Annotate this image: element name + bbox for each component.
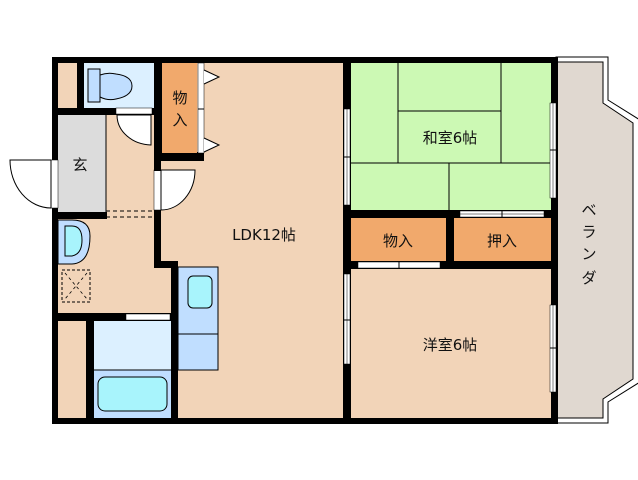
pipe-space-bottom — [59, 322, 86, 418]
storage-ldk-doors[interactable] — [197, 62, 221, 154]
genkan: 玄 — [58, 115, 107, 212]
ldk-label: LDK12帖 — [232, 226, 296, 244]
oshiire-label: 押入 — [487, 232, 517, 250]
washbasin — [57, 219, 91, 265]
toilet-bowl-icon — [99, 72, 133, 101]
yoshitsu-label: 洋室6帖 — [423, 336, 478, 354]
bathroom — [94, 321, 171, 418]
sliding-door-washitsu[interactable] — [343, 108, 351, 206]
tatami-lines — [351, 63, 551, 210]
room-yoshitsu: 洋室6帖 — [351, 269, 551, 418]
storage-ldk: 物 入 — [162, 63, 197, 153]
svg-text:ラ: ラ — [581, 223, 596, 241]
toilet-tank-icon — [87, 68, 101, 103]
svg-text:ダ: ダ — [581, 269, 596, 287]
svg-text:ン: ン — [581, 245, 596, 263]
balcony-label: ベ ラ ン ダ — [581, 201, 596, 287]
window-washitsu[interactable] — [549, 102, 557, 199]
washbasin-bowl-icon — [64, 225, 83, 257]
storage-ldk-label-bottom: 入 — [172, 111, 187, 129]
toilet-room — [84, 63, 154, 108]
svg-text:ベ: ベ — [581, 201, 596, 219]
storage-mid-label: 物入 — [383, 232, 413, 250]
storage-ldk-label-top: 物 — [172, 89, 187, 107]
oshiire-sliding-door[interactable] — [459, 210, 545, 218]
kitchen-sink-icon — [187, 275, 213, 309]
bathtub-icon — [97, 376, 168, 412]
washitsu-label: 和室6帖 — [423, 129, 478, 147]
window-yoshitsu[interactable] — [549, 304, 557, 393]
oshiire: 押入 — [454, 218, 551, 261]
sliding-door-yoshitsu[interactable] — [343, 273, 351, 365]
toilet-door[interactable] — [115, 107, 153, 146]
kitchen-counter — [177, 266, 219, 371]
pipe-space-top — [59, 64, 77, 108]
entrance-door[interactable] — [9, 159, 59, 209]
genkan-label: 玄 — [72, 156, 87, 174]
storage-mid: 物入 — [351, 218, 446, 261]
room-washitsu: 和室6帖 — [351, 63, 551, 210]
balcony — [555, 56, 638, 424]
